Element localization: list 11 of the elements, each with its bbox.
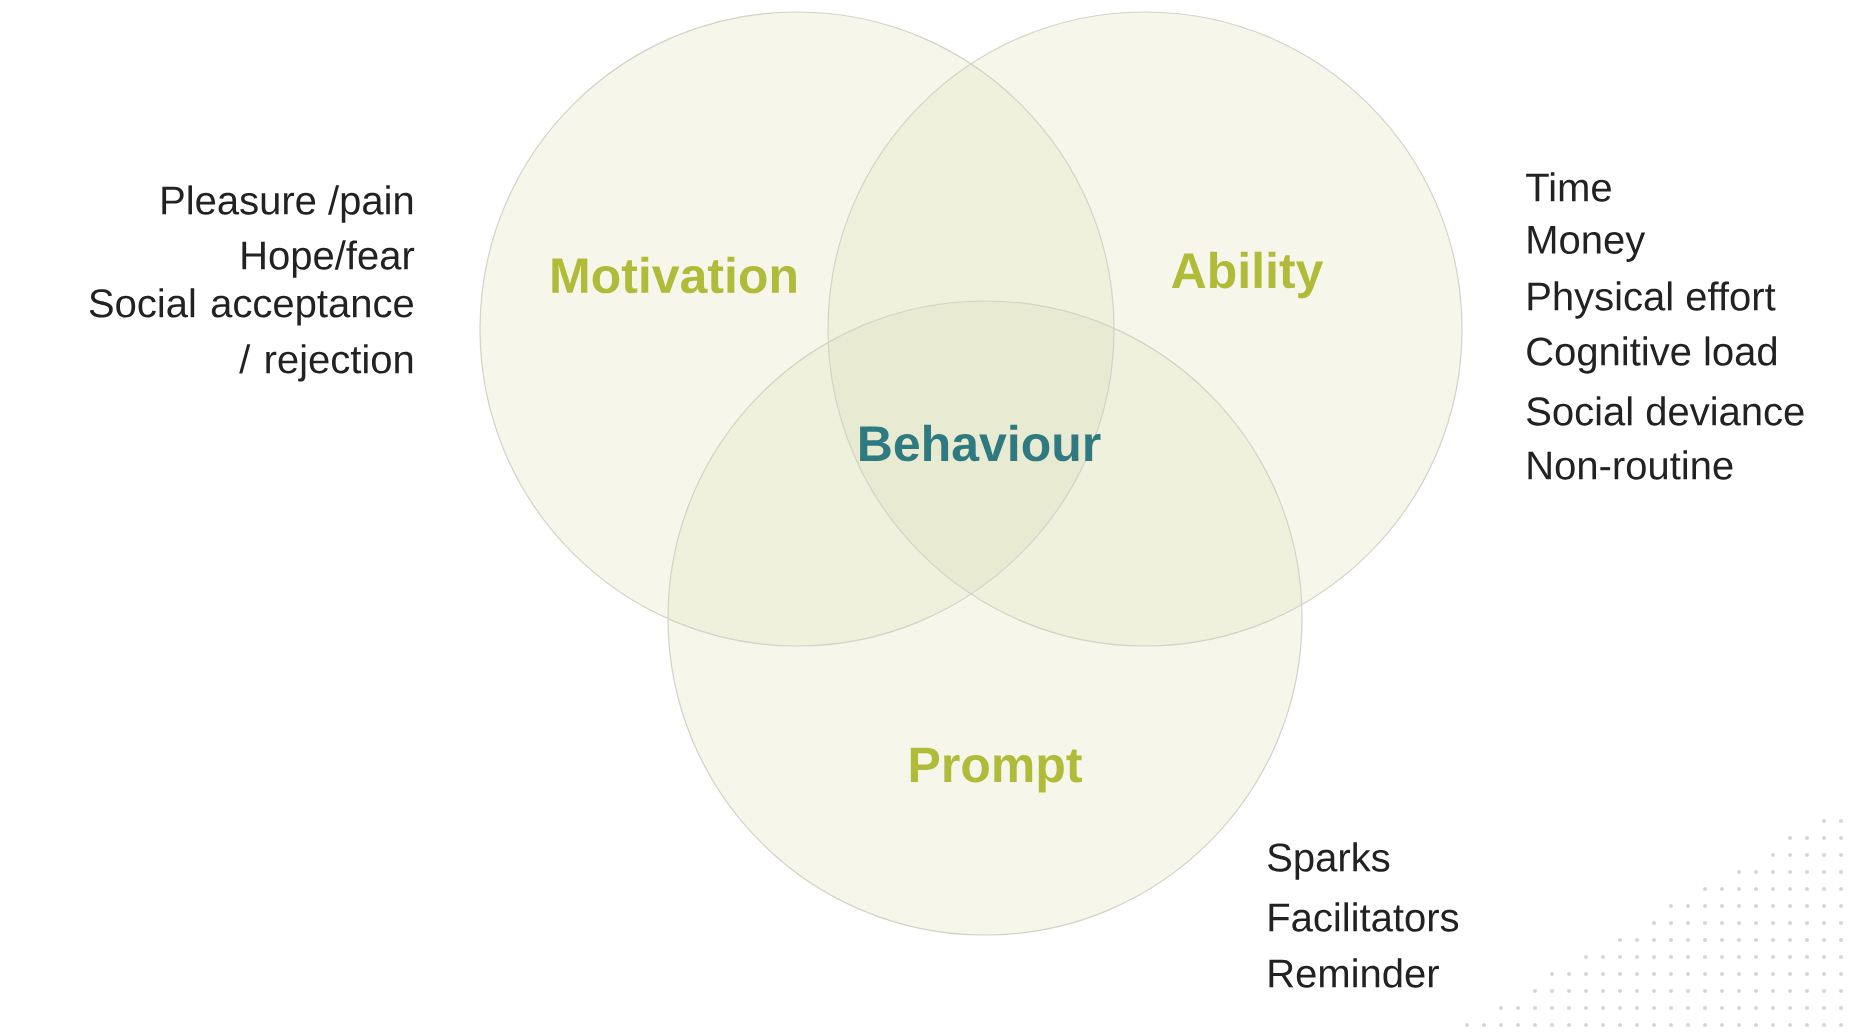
list-item: Time (1526, 172, 1611, 202)
center-label: Behaviour (860, 424, 1101, 462)
list-item: Pleasure /pain (162, 185, 413, 223)
list-item: Money (1528, 226, 1646, 262)
list-item: Cognitive load (1527, 336, 1777, 374)
list-item: Hope/fear (242, 240, 415, 278)
list-item: Physical effort (1528, 281, 1776, 319)
list-item: Non-routine (1528, 450, 1733, 480)
list-item: Reminder (1269, 958, 1439, 988)
list-item: Social deviance (1527, 396, 1804, 426)
list-item: Social acceptance / rejection (89, 288, 413, 382)
